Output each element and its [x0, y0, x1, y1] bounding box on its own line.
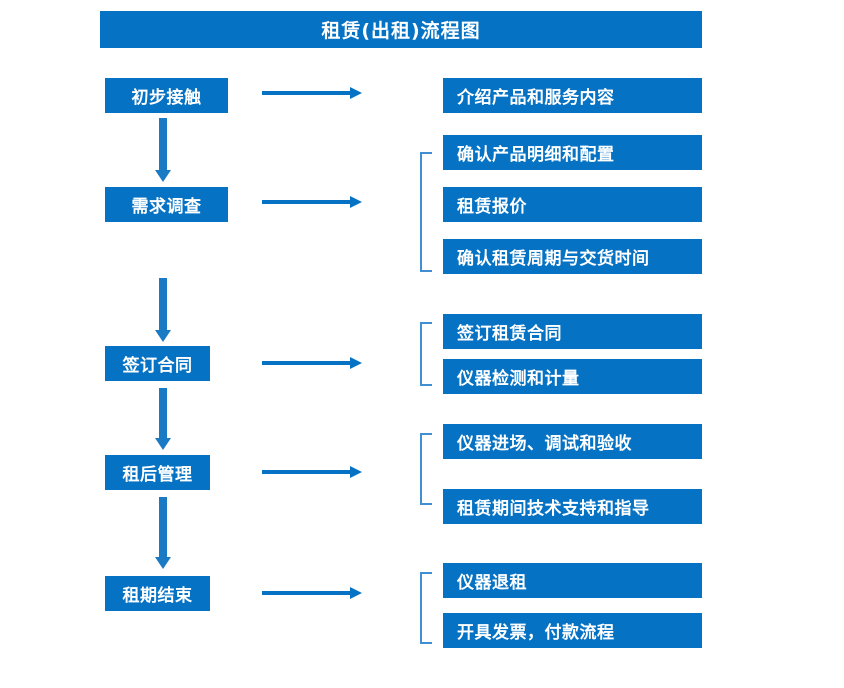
group-bracket-2 [420, 152, 432, 272]
detail-box-2-2[interactable]: 租赁报价 [443, 187, 702, 222]
detail-box-2-1[interactable]: 确认产品明细和配置 [443, 135, 702, 170]
right-arrow-icon-2 [262, 196, 362, 208]
stage-box-2[interactable]: 需求调查 [105, 187, 228, 222]
stage-box-4[interactable]: 租后管理 [105, 455, 210, 490]
group-bracket-5 [420, 572, 432, 644]
down-arrow-icon-3 [155, 388, 171, 450]
detail-box-5-1[interactable]: 仪器退租 [443, 563, 702, 598]
group-bracket-4 [420, 433, 432, 505]
down-arrow-icon-2 [155, 278, 171, 342]
stage-box-1[interactable]: 初步接触 [105, 78, 228, 113]
right-arrow-icon-4 [262, 466, 362, 478]
right-arrow-icon-1 [262, 87, 362, 99]
detail-box-1-1[interactable]: 介绍产品和服务内容 [443, 78, 702, 113]
detail-box-4-1[interactable]: 仪器进场、调试和验收 [443, 424, 702, 459]
down-arrow-icon-4 [155, 497, 171, 569]
detail-box-3-2[interactable]: 仪器检测和计量 [443, 359, 702, 394]
stage-box-3[interactable]: 签订合同 [105, 346, 210, 381]
detail-box-3-1[interactable]: 签订租赁合同 [443, 314, 702, 349]
detail-box-5-2[interactable]: 开具发票，付款流程 [443, 613, 702, 648]
stage-box-5[interactable]: 租期结束 [105, 576, 210, 611]
right-arrow-icon-5 [262, 587, 362, 599]
group-bracket-3 [420, 322, 432, 386]
detail-box-2-3[interactable]: 确认租赁周期与交货时间 [443, 239, 702, 274]
page-title: 租赁(出租)流程图 [100, 11, 702, 48]
down-arrow-icon-1 [155, 118, 171, 182]
detail-box-4-2[interactable]: 租赁期间技术支持和指导 [443, 489, 702, 524]
right-arrow-icon-3 [262, 357, 362, 369]
